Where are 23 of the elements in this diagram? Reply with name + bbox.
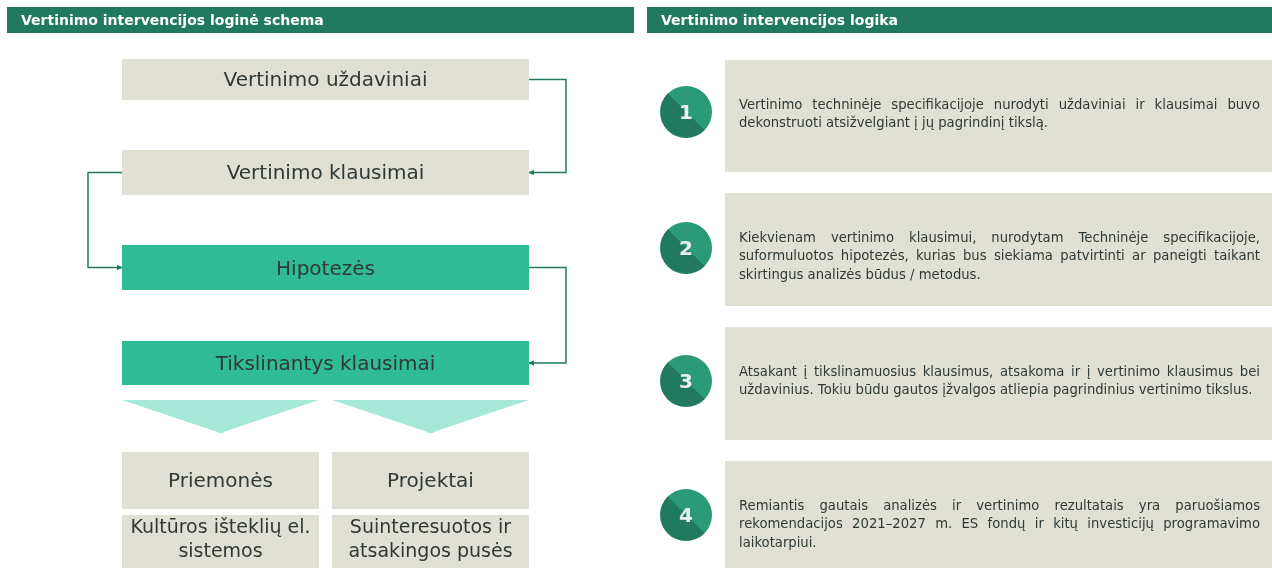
- step-number-circle: 2: [660, 222, 712, 274]
- description-box: Vertinimo techninėje specifikacijoje nurodyti uždaviniai ir klausimai buvo dekonstruoti atsižvelgiant į jų pagrindinį tikslą.: [725, 60, 1272, 172]
- connector-arrow: [87, 171, 123, 271]
- section-header: Vertinimo intervencijos logika: [647, 7, 1272, 33]
- label-box: Vertinimo uždaviniai: [122, 59, 529, 100]
- description-box: Atsakant į tikslinamuosius klausimus, atsakoma ir į vertinimo klausimus bei uždavinius. Tokiu būdu gautos įžvalgos atliepia pagrindinius vertinimo tikslus.: [725, 327, 1272, 440]
- label-box: Projektai: [332, 452, 529, 509]
- process-box: Tikslinantys klausimai: [122, 341, 529, 385]
- process-box: Hipotezės: [122, 245, 529, 290]
- label-box: Priemonės: [122, 452, 319, 509]
- step-number-circle: 4: [660, 489, 712, 541]
- label-box: Suinteresuotos ir atsakingos pusės: [332, 515, 529, 568]
- label-box: Kultūros išteklių el. sistemos: [122, 515, 319, 568]
- description-box: Remiantis gautais analizės ir vertinimo rezultatais yra paruošiamos rekomendacijos 2021–2027 m. ES fondų ir kitų investicijų programavimo laikotarpiui.: [725, 461, 1272, 568]
- step-number-circle: 1: [660, 86, 712, 138]
- chevron-arrow: [122, 400, 319, 433]
- section-header: Vertinimo intervencijos loginė schema: [7, 7, 634, 33]
- label-box: Vertinimo klausimai: [122, 150, 529, 195]
- description-box: Kiekvienam vertinimo klausimui, nurodytam Techninėje specifikacijoje, suformuluotos hipotezės, kurias bus siekiama patvirtinti ar paneigti taikant skirtingus analizės būdus / metodus.: [725, 193, 1272, 306]
- connector-arrow: [528, 78, 567, 176]
- chevron-arrow: [332, 400, 529, 433]
- step-number-circle: 3: [660, 355, 712, 407]
- connector-arrow: [528, 266, 567, 366]
